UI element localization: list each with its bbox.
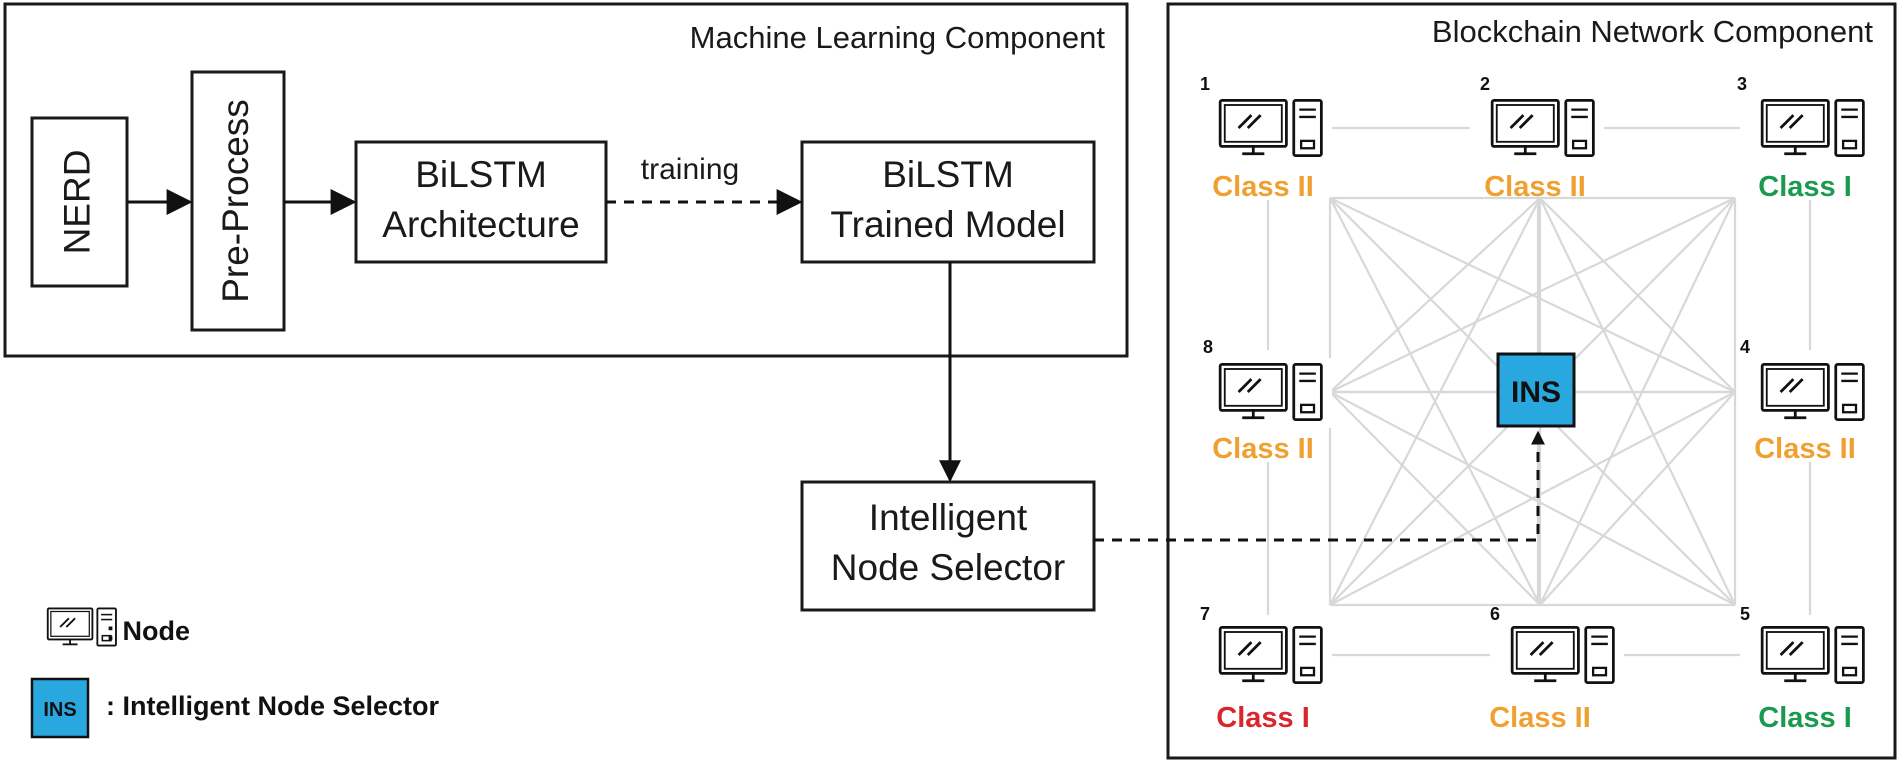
blockchain-component-title: Blockchain Network Component [1432,14,1873,49]
legend-node-text: : Node [106,616,190,646]
ml-component-panel [3,2,1129,358]
mesh-edge-2-7 [1329,197,1541,606]
ml-component-title: Machine Learning Component [690,20,1106,55]
node-2-number: 2 [1480,74,1490,94]
node-5-number: 5 [1740,604,1750,624]
arrow-selector-to-ins [1094,430,1545,542]
node-7-computer-icon [1218,626,1323,684]
node-8-number: 8 [1203,337,1213,357]
bilstm-architecture-line1: BiLSTM [415,154,547,195]
nerd-label: NERD [56,150,97,255]
bilstm-trained-model-box [800,140,1096,264]
node-6-class-label: Class II [1489,702,1591,734]
node-3-number: 3 [1737,74,1747,94]
node-7-class-label: Class I [1216,702,1310,734]
bilstm-trained-line2: Trained Model [830,204,1065,245]
node-7-number: 7 [1200,604,1210,624]
training-label: training [641,153,739,186]
node-5-class-label: Class I [1758,702,1852,734]
preprocess-box [190,70,286,332]
ins-node [1496,352,1576,428]
mesh-edge-6-8 [1329,391,1541,606]
node-1-computer-icon [1218,99,1323,157]
legend-computer-icon [46,607,117,647]
ins-node-label: INS [1511,376,1561,409]
mesh-edge-5-8 [1329,391,1736,606]
bilstm-architecture-line2: Architecture [382,204,579,245]
blockchain-component-panel [1166,2,1897,760]
node-6-number: 6 [1490,604,1500,624]
node-3-class-label: Class I [1758,171,1852,203]
mesh-edge-2-8 [1329,197,1541,393]
legend-ins-text: : Intelligent Node Selector [106,691,440,721]
node-6-computer-icon [1510,626,1615,684]
intelligent-node-selector-box [800,480,1096,612]
node-3-computer-icon [1760,99,1865,157]
node-2-class-label: Class II [1484,171,1586,203]
node-2-computer-icon [1490,99,1595,157]
legend-ins-icon-label: INS [43,699,76,721]
node-5-computer-icon [1760,626,1865,684]
ins-box-line1: Intelligent [869,497,1028,538]
mesh-edge-4-6 [1539,391,1736,606]
node-8-class-label: Class II [1212,433,1314,465]
legend-node-icon [46,607,117,647]
preprocess-label: Pre-Process [215,99,256,303]
bilstm-trained-line1: BiLSTM [882,154,1014,195]
node-1-number: 1 [1200,74,1210,94]
mesh-edge-3-6 [1539,197,1736,606]
node-1-class-label: Class II [1212,171,1314,203]
node-4-class-label: Class II [1754,433,1856,465]
node-4-number: 4 [1740,337,1750,357]
node-8-computer-icon [1218,363,1323,421]
nerd-box [30,116,129,288]
mesh-edge-3-8 [1329,197,1736,393]
node-4-computer-icon [1760,363,1865,421]
legend-ins-icon [30,677,90,739]
ins-box-line2: Node Selector [831,547,1065,588]
